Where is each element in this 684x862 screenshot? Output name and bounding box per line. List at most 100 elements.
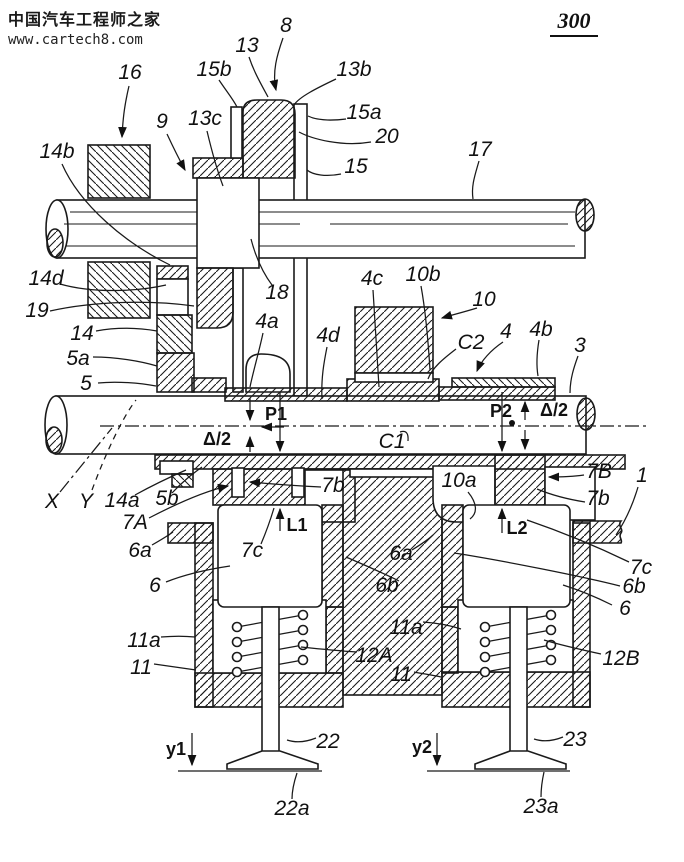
watermark: 中国汽车工程师之家 www.cartech8.com: [8, 6, 161, 48]
ref-label-5b: 5b: [155, 487, 179, 510]
ref-label-4a: 4a: [255, 310, 278, 333]
ref-label-13: 13: [235, 34, 259, 57]
slot-5b: [159, 460, 194, 475]
pin-7b-left: [231, 467, 245, 498]
camshaft-17: [45, 198, 595, 259]
ref-label-7B: 7B: [586, 460, 612, 483]
watermark-line1: 中国汽车工程师之家: [8, 10, 162, 29]
pin-7b-right: [291, 467, 305, 498]
ref-label-6a-left: 6a: [128, 539, 151, 562]
ref-label-delta-right: Δ/2: [540, 400, 568, 420]
ref-label-14: 14: [70, 322, 93, 345]
ref-label-22a: 22a: [273, 797, 309, 820]
block-16: [87, 144, 151, 199]
ref-label-4c: 4c: [361, 267, 384, 290]
ref-label-L2: L2: [506, 518, 527, 538]
figure-number: 300: [550, 8, 598, 37]
bearing-block-18: [196, 177, 291, 393]
ref-label-11a-mid: 11a: [389, 616, 422, 639]
follower-dome: [245, 353, 291, 393]
ref-label-22: 22: [315, 730, 340, 753]
ref-label-14d: 14d: [28, 267, 64, 290]
ref-label-6b-mid: 6b: [375, 574, 399, 597]
ref-label-P1: P1: [265, 404, 287, 424]
axis-lines: [59, 399, 650, 493]
tappets: [217, 504, 571, 608]
ref-label-C1: C1: [379, 430, 406, 453]
ref-label-5: 5: [80, 372, 92, 395]
ref-label-5a: 5a: [66, 347, 89, 370]
ref-label-4: 4: [500, 320, 512, 343]
ref-label-3: 3: [574, 334, 586, 357]
ref-label-20: 20: [374, 125, 399, 148]
ref-label-8: 8: [280, 14, 292, 37]
ref-label-1: 1: [636, 464, 648, 487]
pad-10b: [354, 372, 434, 383]
ref-label-6a-mid: 6a: [389, 542, 412, 565]
ref-label-delta-left: Δ/2: [203, 429, 231, 449]
ref-label-12A: 12A: [355, 644, 392, 667]
valve-right: [427, 606, 570, 772]
ref-label-10: 10: [472, 288, 496, 311]
block-5: [191, 377, 227, 393]
ref-label-10a: 10a: [441, 469, 476, 492]
block-14: [156, 314, 193, 354]
ref-label-23: 23: [562, 728, 587, 751]
ref-label-9: 9: [156, 110, 168, 133]
valve-stem-23: [509, 606, 528, 754]
ref-label-L1: L1: [286, 515, 307, 535]
measurements: [187, 392, 530, 767]
axis-X-leader: [59, 427, 113, 493]
bearing-cap-13: [192, 99, 296, 179]
ref-label-14a: 14a: [104, 489, 139, 512]
hook-C1: [399, 430, 409, 442]
ref-label-C2: C2: [458, 331, 485, 354]
ref-label-16: 16: [118, 61, 142, 84]
ref-label-18: 18: [265, 281, 289, 304]
block-5a: [156, 352, 195, 393]
ref-label-11-left: 11: [130, 656, 152, 679]
ref-label-13b: 13b: [336, 58, 371, 81]
ref-label-13c: 13c: [188, 107, 222, 130]
valve-stem-22: [261, 606, 280, 754]
ring-14d: [156, 265, 189, 280]
valve-head-22a: [226, 750, 319, 770]
rocker-arm-4: [224, 377, 556, 402]
ref-label-y2: y2: [412, 737, 432, 757]
ref-label-14b: 14b: [39, 140, 74, 163]
slider-block-10: [354, 306, 434, 383]
ref-label-15a: 15a: [346, 101, 381, 124]
ref-label-11a-left: 11a: [127, 629, 160, 652]
center-wall-6a: [342, 468, 443, 696]
ref-label-7b-left: 7b: [321, 474, 345, 497]
ref-label-X: X: [44, 490, 60, 513]
ref-label-4d: 4d: [316, 324, 341, 347]
axis-Y-leader: [91, 399, 137, 491]
ref-label-6-right: 6: [619, 597, 631, 620]
ref-label-10b: 10b: [405, 263, 440, 286]
ref-label-12B: 12B: [602, 647, 639, 670]
ref-label-15b: 15b: [196, 58, 231, 81]
rod-4a: [232, 267, 244, 393]
ref-label-y1: y1: [166, 739, 186, 759]
ref-label-7b-right: 7b: [586, 487, 610, 510]
ref-label-Y: Y: [79, 490, 95, 513]
watermark-line2: www.cartech8.com: [8, 32, 143, 48]
valve-left: [178, 606, 322, 772]
ref-label-P2: P2: [490, 401, 512, 421]
pin-15b: [230, 106, 243, 159]
leader-lines: [49, 37, 639, 800]
valve-head-23a: [474, 750, 567, 770]
ref-label-6-left: 6: [149, 574, 161, 597]
ref-label-7c-left: 7c: [241, 539, 264, 562]
ref-label-17: 17: [468, 138, 493, 161]
ref-label-6b-right: 6b: [622, 575, 646, 598]
ref-label-11-mid: 11: [390, 663, 412, 686]
strip-4b: [451, 377, 556, 388]
ref-label-19: 19: [25, 299, 49, 322]
ref-label-23a: 23a: [522, 795, 558, 818]
ref-label-7c-right: 7c: [630, 556, 653, 579]
